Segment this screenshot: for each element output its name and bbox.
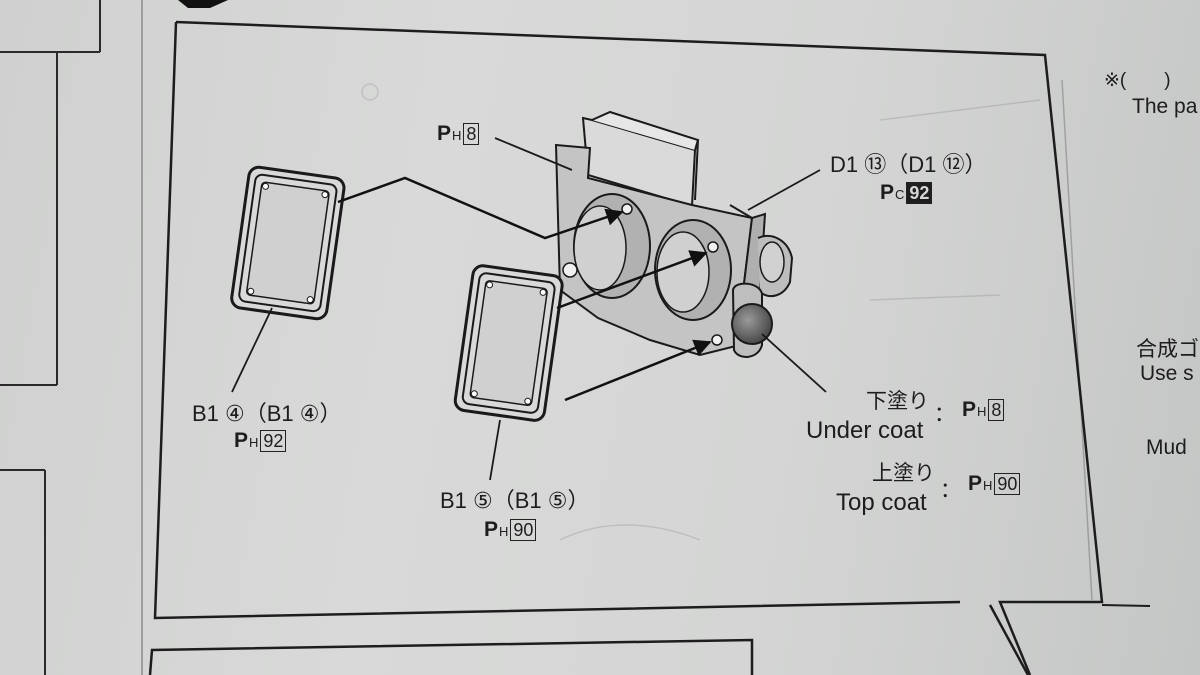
callout-tail [988,604,1030,675]
lower-frame [148,638,754,675]
label-b1-4-part: B1 ④（B1 ④） [192,401,342,426]
leader-lines [231,137,827,481]
label-under-colon: ： [934,403,955,426]
use-text: Use s [1140,362,1194,385]
label-top-coat-en: Top coat [836,489,927,516]
label-top-coat-jp: 上塗り [872,462,935,485]
assembly-arrows [337,176,712,402]
mirror-housing [554,110,794,358]
callout-frame [153,20,1104,675]
note-text: The pa [1132,95,1198,118]
mirror-glass-b1-4 [230,165,346,321]
step-badge [178,0,228,8]
page-borders [0,0,143,675]
rubber-note-jp: 合成ゴ [1136,338,1199,361]
label-b1-5-part: B1 ⑤（B1 ⑤） [440,488,590,513]
label-d1-part: D1 ⑬（D1 ⑫） [830,152,987,177]
mud-text: Mud [1146,436,1187,459]
mirror-glass-b1-5 [453,264,564,422]
label-under-coat-en: Under coat [806,417,924,444]
background-ghosting [361,83,1041,541]
note-mark: ※( ) [1104,70,1171,91]
label-under-coat-jp: 下塗り [866,390,929,413]
label-top-colon: ： [940,479,961,502]
